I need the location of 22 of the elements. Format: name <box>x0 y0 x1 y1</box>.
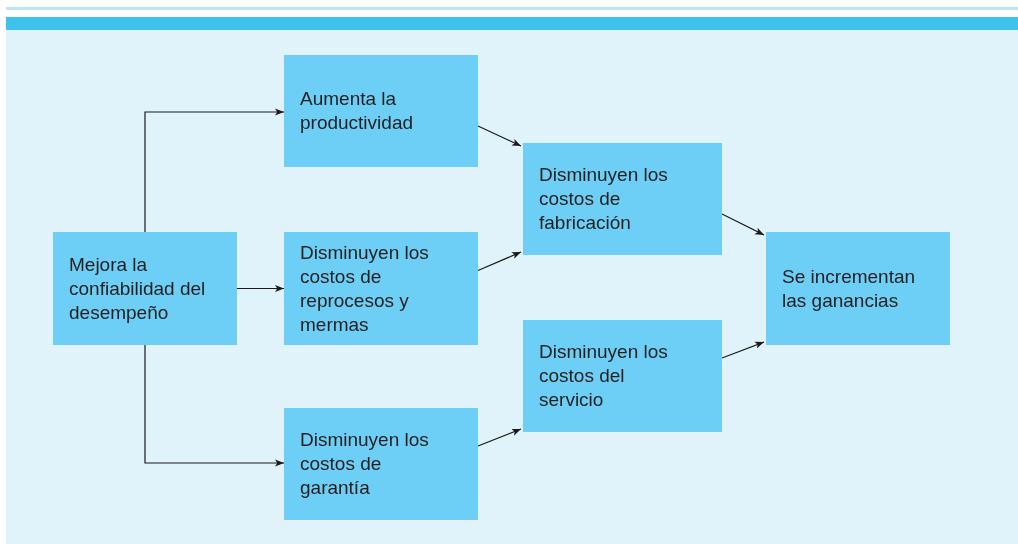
arrow <box>236 284 285 293</box>
arrow <box>477 251 522 272</box>
box-text: Disminuyen los costos de garantía <box>300 428 430 500</box>
process-box <box>53 232 237 345</box>
arrow <box>144 344 285 467</box>
process-box <box>523 143 722 255</box>
box-text: Disminuyen los costos de reprocesos y mermas <box>300 240 430 337</box>
arrow <box>721 213 765 236</box>
arrow <box>477 428 522 447</box>
box-text: Disminuyen los costos del servicio <box>539 340 669 412</box>
process-box <box>284 232 478 345</box>
box-text: Aumenta la productividad <box>300 87 415 135</box>
process-box <box>284 408 478 520</box>
box-text: Se incrementan las ganancias <box>782 264 917 313</box>
box-text: Mejora la confiabilidad del desempeño <box>69 252 207 325</box>
box-text: Disminuyen los costos de fabricación <box>539 163 669 235</box>
arrow <box>477 125 522 147</box>
process-box <box>523 320 722 432</box>
arrow <box>721 341 765 359</box>
arrow <box>144 108 285 233</box>
process-box <box>284 55 478 167</box>
process-box <box>766 232 950 345</box>
